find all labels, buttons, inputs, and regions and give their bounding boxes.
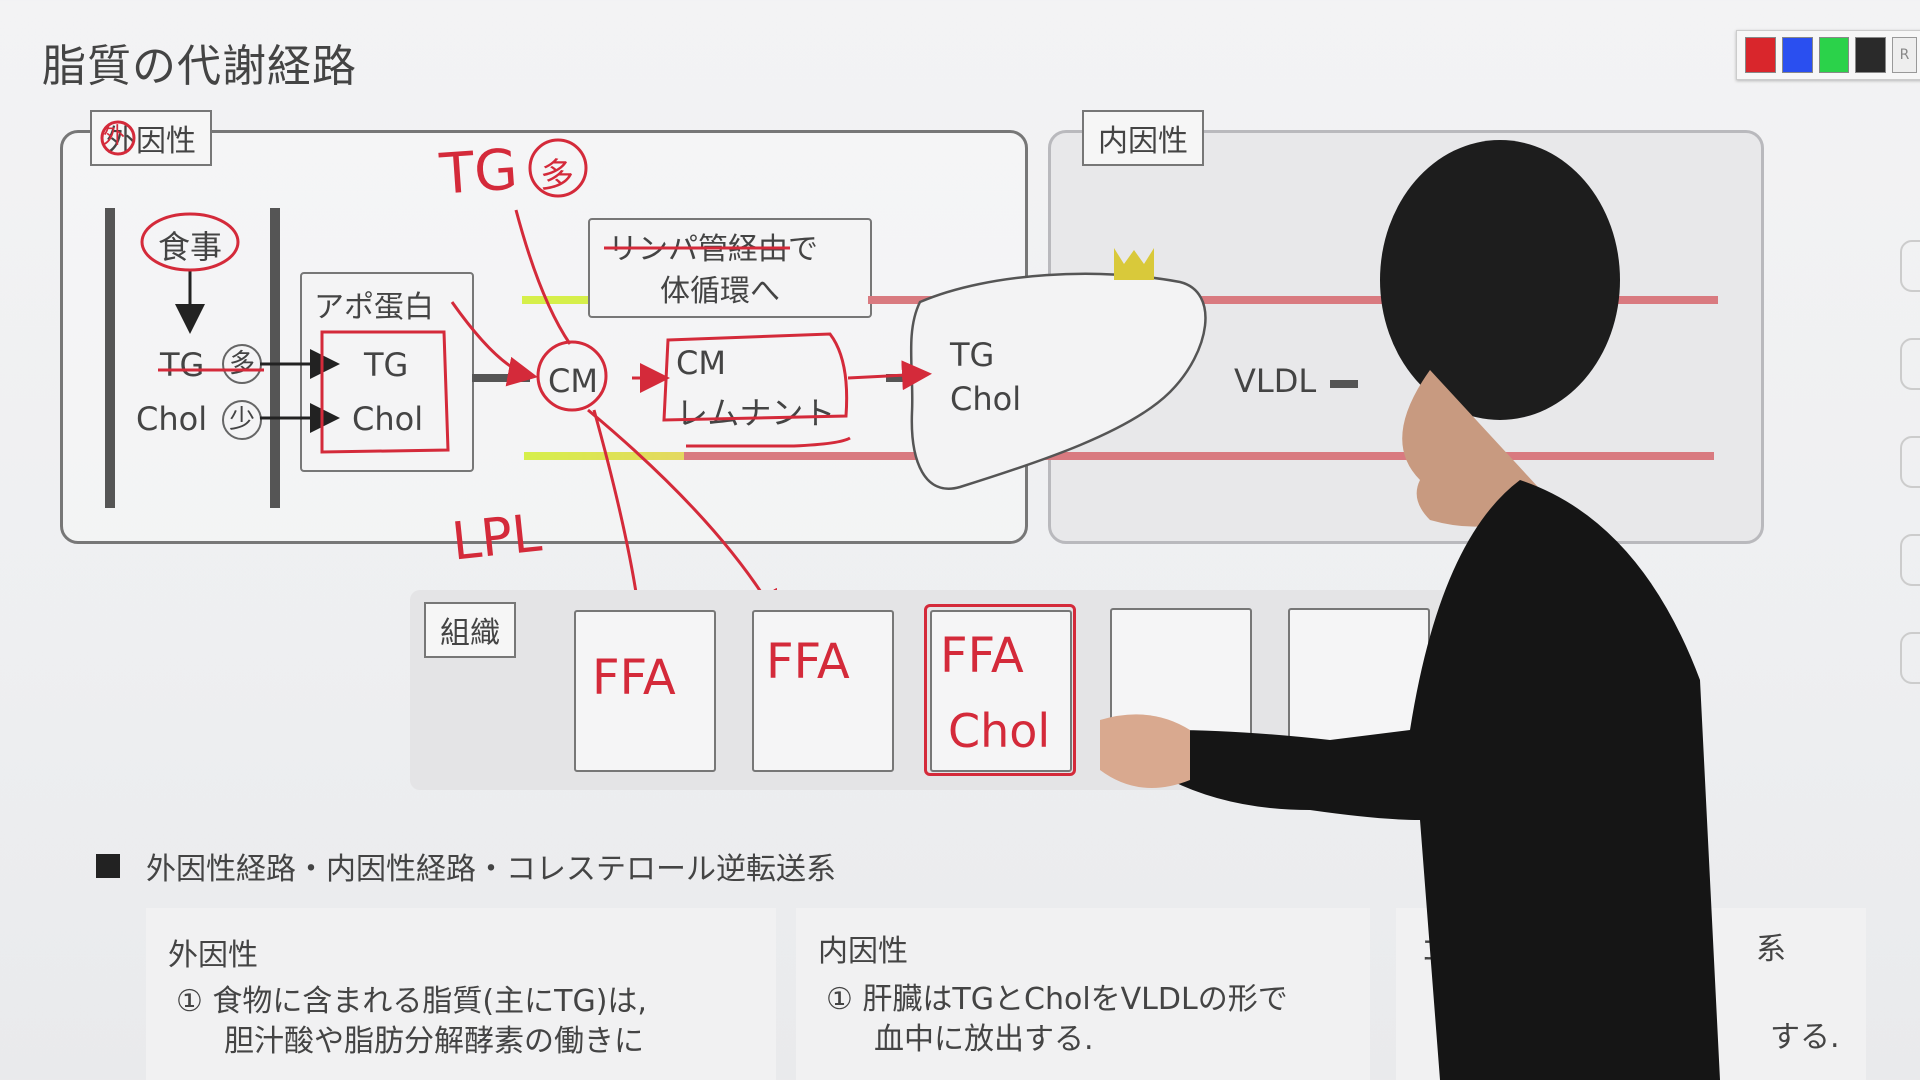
- side-tool-4-icon[interactable]: [1900, 534, 1920, 586]
- lymph-note-box: [588, 218, 872, 318]
- endogenous-tag: 内因性: [1082, 110, 1204, 166]
- summary-endo-line2: 血中に放出する.: [874, 1022, 1094, 1057]
- exogenous-tag: 外因性: [90, 110, 212, 166]
- liver-shape: [909, 272, 1207, 490]
- chol-amount-mark: 少: [222, 400, 262, 440]
- handwritten-chol-3: Chol: [948, 704, 1051, 758]
- lymph-note-line2: 体循環へ: [660, 274, 780, 309]
- blue-pen-swatch[interactable]: [1781, 37, 1813, 73]
- handwritten-ffa-3: FFA: [940, 628, 1024, 684]
- pen-color-palette[interactable]: R: [1736, 30, 1920, 80]
- black-pen-swatch[interactable]: [1855, 37, 1886, 73]
- cm-label: CM: [548, 362, 598, 400]
- handwritten-ffa-1: FFA: [592, 650, 676, 706]
- summary-bullet: [96, 854, 120, 878]
- diet-label: 食事: [158, 228, 223, 266]
- page-title: 脂質の代謝経路: [42, 41, 357, 92]
- side-tool-strip[interactable]: [1900, 240, 1920, 760]
- tissue-box-3: [930, 610, 1072, 772]
- tissue-box-4: [1110, 608, 1252, 770]
- summary-endo-line1: ① 肝臓はTGとCholをVLDLの形で: [826, 982, 1288, 1017]
- handwritten-tg-mark: 多: [540, 156, 574, 196]
- liver-tg-label: TG: [950, 336, 995, 374]
- cm-remnant-line2: レムナント: [676, 394, 836, 432]
- side-tool-3-icon[interactable]: [1900, 436, 1920, 488]
- summary-endo-title: 内因性: [818, 934, 908, 969]
- red-pen-swatch[interactable]: [1745, 37, 1776, 73]
- lymph-vessel-lower: [524, 452, 684, 460]
- pathway-arrows: [100, 120, 932, 626]
- summary-exo-line2: 胆汁酸や脂肪分解酵素の働きに: [224, 1024, 644, 1059]
- vldl-label: VLDL: [1234, 362, 1317, 400]
- handwritten-lpl: LPL: [449, 503, 545, 573]
- tissue-tag: 組織: [424, 602, 516, 658]
- summary-exo-line1: ① 食物に含まれる脂質(主にTG)は,: [176, 984, 647, 1019]
- green-pen-swatch[interactable]: [1818, 37, 1850, 73]
- side-tool-2-icon[interactable]: [1900, 338, 1920, 390]
- chol-label: Chol: [136, 400, 208, 438]
- tissue-box-2: [752, 610, 894, 772]
- tissue-box-5: [1288, 608, 1430, 770]
- tissue-box-1: [574, 610, 716, 772]
- gallbladder-icon: [1114, 248, 1154, 280]
- handwritten-exo-mark: 外: [103, 124, 126, 149]
- intestine-wall-right: [270, 208, 280, 508]
- handwritten-ffa-2: FFA: [766, 634, 850, 690]
- intestine-wall-left: [105, 208, 115, 508]
- tg-label: TG: [160, 346, 205, 384]
- exogenous-panel: [60, 130, 1028, 544]
- blood-vessel-upper: [868, 296, 1718, 304]
- liver-chol-label: Chol: [950, 380, 1022, 418]
- side-tool-1-icon[interactable]: [1900, 240, 1920, 292]
- blood-vessel-lower: [684, 452, 1714, 460]
- apo-tg-label: TG: [364, 346, 409, 384]
- vldl-connector: [1330, 380, 1358, 388]
- lymph-vessel-upper: [522, 296, 588, 304]
- cm-remnant-line1: CM: [676, 344, 726, 382]
- apo-chol-label: Chol: [352, 400, 424, 438]
- summary-reverse-tail: する.: [1770, 1020, 1840, 1055]
- summary-reverse-title-start: コ: [1420, 934, 1450, 969]
- side-tool-5-icon[interactable]: [1900, 632, 1920, 684]
- tissue-box-6: [1466, 608, 1530, 770]
- tissue-box-3-highlight: [924, 604, 1076, 776]
- summary-reverse-title-end: 系: [1756, 932, 1786, 967]
- palette-end-button[interactable]: R: [1892, 37, 1917, 73]
- summary-card-exogenous: [146, 908, 776, 1080]
- handwritten-tg: TG: [437, 137, 520, 208]
- apoprotein-label: アポ蛋白: [314, 290, 434, 325]
- summary-exo-title: 外因性: [168, 938, 258, 973]
- summary-heading: 外因性経路・内因性経路・コレステロール逆転送系: [146, 852, 836, 887]
